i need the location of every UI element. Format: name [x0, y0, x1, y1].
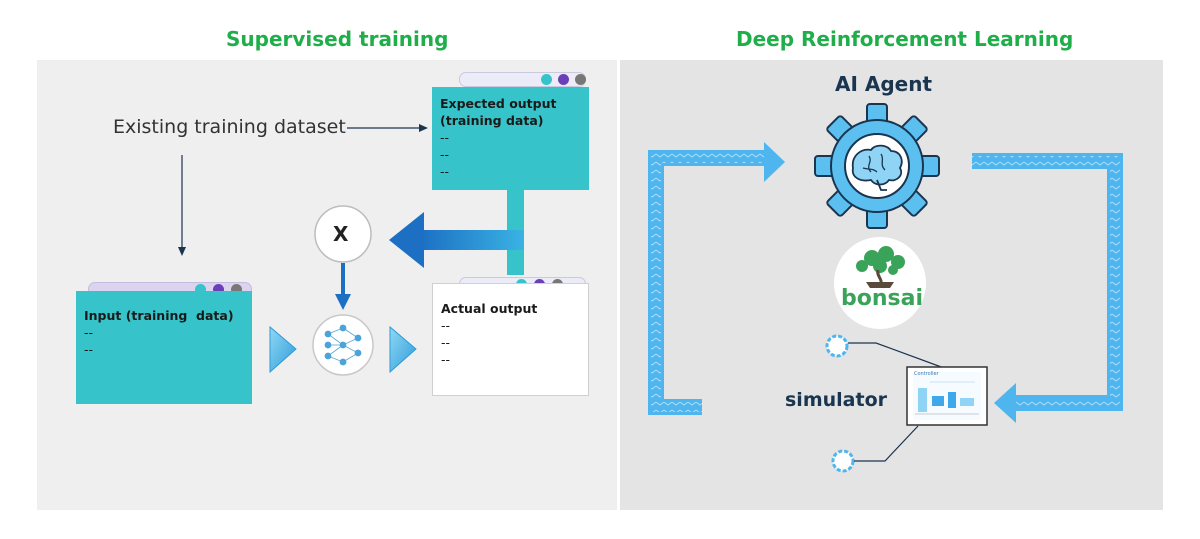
input-window: Input (training data) -- --: [76, 282, 252, 404]
dot-teal: [541, 74, 552, 85]
input-line: --: [84, 325, 94, 340]
expected-output-line: --: [440, 164, 450, 179]
compare-node: [314, 205, 372, 263]
connector-line: [854, 425, 919, 462]
expected-output-window: Expected output (training data) -- -- --: [432, 72, 589, 190]
neural-network-icon: [312, 314, 374, 376]
simulator-screen: [906, 366, 988, 426]
expected-output-body: [432, 87, 589, 190]
actual-output-window: Actual output -- -- --: [432, 277, 589, 396]
connector-gear-icon: [825, 334, 849, 358]
network-to-output-arrow: [389, 325, 417, 374]
dataset-to-input-arrow: [178, 155, 186, 256]
actual-output-line: --: [441, 352, 451, 367]
expected-output-line: --: [440, 130, 450, 145]
input-line: --: [84, 342, 94, 357]
actual-output-line: --: [441, 335, 451, 350]
actual-output-line: --: [441, 318, 451, 333]
expected-output-line: --: [440, 147, 450, 162]
dataset-label: Existing training dataset: [113, 116, 346, 138]
dot-gray: [231, 284, 242, 295]
supervised-title: Supervised training: [226, 27, 449, 51]
bonsai-logo-text: bonsai: [841, 286, 924, 311]
bonsai-tree-icon: [834, 237, 926, 329]
window-titlebar: [459, 72, 586, 87]
simulator-screen-title: Controller: [914, 371, 939, 377]
loop-arrow-left: [648, 142, 785, 415]
drl-title: Deep Reinforcement Learning: [736, 27, 1074, 51]
actual-output-title: Actual output: [441, 301, 538, 316]
dataset-to-expected-arrow: [347, 124, 428, 132]
compare-to-network-arrow: [335, 263, 351, 310]
input-title: Input (training data): [84, 308, 234, 323]
input-body: [76, 291, 252, 404]
expected-output-subtitle: (training data): [440, 113, 544, 128]
dot-teal: [195, 284, 206, 295]
simulator-label: simulator: [785, 389, 887, 411]
connector-gear-icon: [831, 449, 855, 473]
compare-symbol: X: [333, 222, 349, 246]
loop-arrow-right: [972, 153, 1123, 423]
supervised-graphics: [178, 124, 524, 376]
dot-purple: [558, 74, 569, 85]
input-to-network-arrow: [269, 325, 297, 374]
dot-purple: [213, 284, 224, 295]
brain-icon: [851, 144, 903, 191]
dot-gray: [575, 74, 586, 85]
ai-agent-label: AI Agent: [835, 72, 933, 96]
feedback-arrow: [389, 190, 524, 275]
actual-output-body: [432, 283, 589, 396]
connector-line: [848, 342, 945, 369]
expected-output-title: Expected output: [440, 96, 557, 111]
